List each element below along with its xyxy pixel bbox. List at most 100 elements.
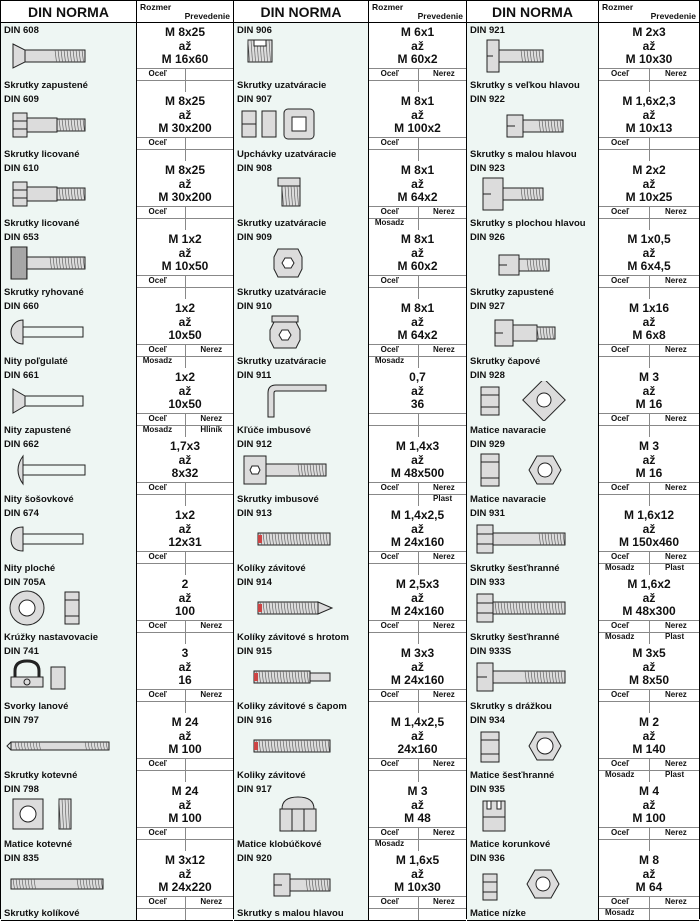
material-label: Nerez <box>665 275 687 285</box>
size-max: M 16 <box>635 466 663 480</box>
header-title: DIN NORMA <box>234 1 369 23</box>
knurled-screw-icon <box>5 243 133 283</box>
lens-head-rivet-icon <box>5 450 133 490</box>
hex-collar-plug-icon <box>238 312 365 352</box>
din-code: DIN 911 <box>237 370 272 381</box>
adjusting-ring-icon <box>5 588 133 628</box>
size-max: M 24x160 <box>390 673 445 687</box>
material-grid-line <box>649 67 650 92</box>
countersunk-screw-icon <box>5 36 133 76</box>
small-head-screw-icon <box>471 105 595 145</box>
size-separator: až <box>411 659 424 674</box>
size-max: M 100 <box>632 811 666 825</box>
anchor-bolt-icon <box>5 726 133 766</box>
size-separator: až <box>178 383 192 398</box>
din-code: DIN 797 <box>4 715 39 726</box>
size-min: M 1x0,5 <box>627 232 671 246</box>
size-separator: až <box>178 590 192 605</box>
din-code: DIN 653 <box>4 232 39 243</box>
size-min: 3 <box>181 646 189 660</box>
size-max: M 140 <box>632 742 666 756</box>
material-grid-line <box>649 757 650 782</box>
din-code: DIN 920 <box>237 853 272 864</box>
material-grid-line <box>185 757 186 782</box>
material-label: Oceľ <box>611 827 630 837</box>
material-grid <box>369 412 466 437</box>
material-grid-line <box>649 481 650 506</box>
din-code: DIN 660 <box>4 301 39 312</box>
size-min: M 24 <box>171 715 199 729</box>
size-separator: až <box>642 107 656 122</box>
material-label: Nerez <box>665 68 687 78</box>
material-label: Nerez <box>665 689 687 699</box>
size-separator: až <box>642 176 656 191</box>
material-grid: Oceľ <box>599 136 699 161</box>
size-max: 36 <box>410 397 425 411</box>
size-separator: až <box>178 38 192 53</box>
size-separator: až <box>642 383 656 398</box>
material-label: Plast <box>665 769 685 779</box>
din-code: DIN 916 <box>237 715 272 726</box>
material-grid-line <box>649 826 650 851</box>
material-grid-line <box>417 205 419 230</box>
product-name: Skrutky uzatváracie <box>237 79 327 91</box>
material-label: Oceľ <box>380 275 399 285</box>
material-grid: Oceľ <box>137 136 233 161</box>
material-grid-line <box>649 688 650 713</box>
size-separator: až <box>411 866 424 881</box>
material-label: Mosadz <box>374 217 405 227</box>
size-max: M 16 <box>635 397 663 411</box>
din-code: DIN 661 <box>4 370 39 381</box>
din-code: DIN 922 <box>470 94 505 105</box>
size-max: M 64x2 <box>397 328 438 342</box>
material-grid-line <box>649 136 650 161</box>
material-grid-line <box>185 412 186 437</box>
size-max: 10x50 <box>168 397 202 411</box>
size-max: M 24x160 <box>390 535 445 549</box>
product-name: Skrutky s drážkou <box>470 700 552 712</box>
material-label: Oceľ <box>148 482 167 492</box>
size-min: M 1,6x5 <box>395 853 440 867</box>
material-label: Oceľ <box>611 68 630 78</box>
din-code: DIN 921 <box>470 25 505 36</box>
size-min: M 24 <box>171 784 199 798</box>
size-min: M 3 <box>638 370 659 384</box>
hex-key-icon <box>238 381 365 421</box>
material-label: Plast <box>665 562 685 572</box>
castle-nut-icon <box>471 795 595 835</box>
stud-bolt-icon <box>5 864 133 904</box>
size-min: M 8 <box>638 853 659 867</box>
material-grid-line <box>417 619 419 644</box>
product-name: Skrutky čapové <box>470 355 541 367</box>
material-label: Nerez <box>665 620 687 630</box>
